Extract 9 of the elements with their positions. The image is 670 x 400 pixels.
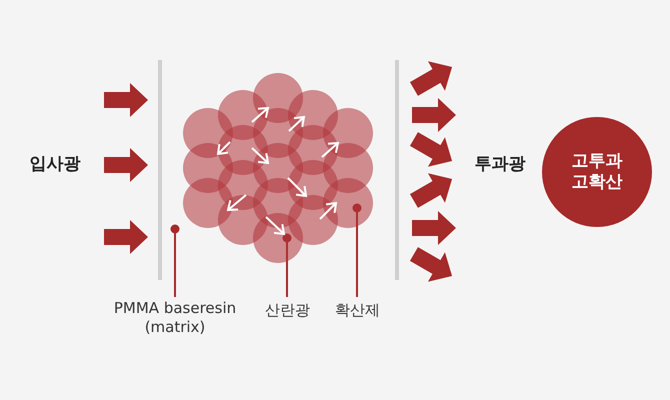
callout-label: 확산제: [335, 300, 380, 320]
leader-line: [282, 234, 292, 297]
leader-line: [352, 204, 362, 297]
flow-label: 투과광: [474, 154, 526, 176]
callout-label: 산란광: [265, 300, 310, 320]
flow-label: 입사광: [30, 154, 80, 176]
circle-label: 고투과 고확산: [570, 150, 624, 194]
leader-line: [170, 224, 180, 297]
callout-label: PMMA baseresin (matrix): [112, 299, 238, 337]
